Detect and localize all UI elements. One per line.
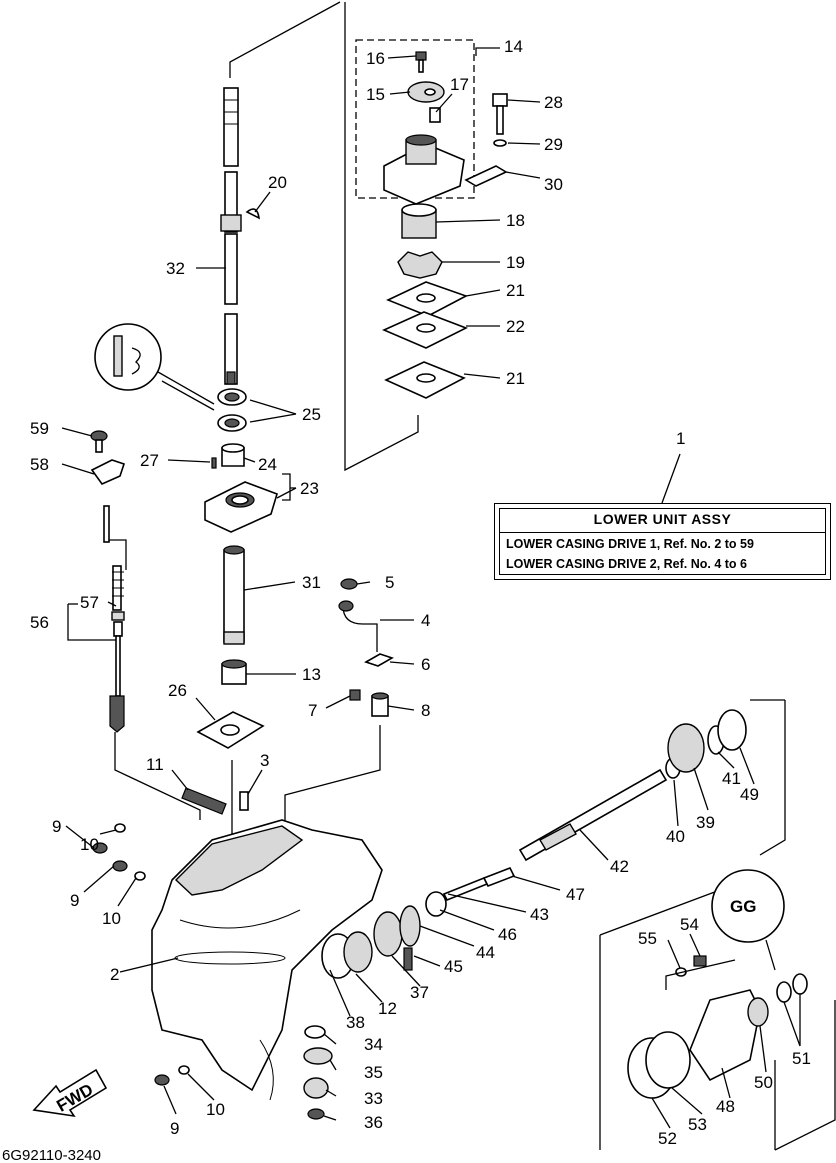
- callout-19: 19: [506, 253, 525, 272]
- grease-magnifier-lower: GG: [711, 869, 785, 971]
- group-boundary-lines: [114, 1, 836, 1151]
- callout-52: 52: [658, 1129, 677, 1148]
- pump-parts: [382, 51, 508, 399]
- lower-bushing: [221, 659, 247, 685]
- callout-3: 3: [260, 751, 269, 770]
- callout-18: 18: [506, 211, 525, 230]
- callout-27: 27: [140, 451, 159, 470]
- callout-39: 39: [696, 813, 715, 832]
- callout-11: 11: [146, 755, 164, 774]
- callout-10a: 10: [80, 835, 99, 854]
- callout-17: 17: [450, 75, 469, 94]
- callout-5: 5: [385, 573, 394, 592]
- callout-21b: 21: [506, 369, 525, 388]
- callout-48: 48: [716, 1097, 735, 1116]
- callout-54: 54: [680, 915, 699, 934]
- callout-21a: 21: [506, 281, 525, 300]
- callout-47: 47: [566, 885, 585, 904]
- callout-10c: 10: [206, 1100, 225, 1119]
- callout-53: 53: [688, 1115, 707, 1134]
- callout-23: 23: [300, 479, 319, 498]
- callout-56: 56: [30, 613, 49, 632]
- callout-12: 12: [378, 999, 397, 1018]
- assembly-info-box: LOWER UNIT ASSY LOWER CASING DRIVE 1, Re…: [494, 503, 831, 580]
- callout-22: 22: [506, 317, 525, 336]
- callout-9a: 9: [52, 817, 61, 836]
- water-tube-parts: [338, 578, 394, 717]
- callout-8: 8: [421, 701, 430, 720]
- callout-10b: 10: [102, 909, 121, 928]
- assembly-line-2: LOWER CASING DRIVE 2, Ref. No. 4 to 6: [506, 557, 747, 571]
- callout-6: 6: [421, 655, 430, 674]
- callout-14: 14: [504, 37, 523, 56]
- assembly-divider: [500, 532, 825, 533]
- grease-mark-label: GG: [730, 897, 756, 916]
- callout-41: 41: [722, 769, 741, 788]
- drive-shaft: [220, 87, 242, 385]
- dowel-pin: [211, 457, 217, 469]
- callout-37: 37: [410, 983, 429, 1002]
- callout-34: 34: [364, 1035, 383, 1054]
- woodruff-key: [245, 208, 261, 220]
- callout-7: 7: [308, 701, 317, 720]
- callout-29: 29: [544, 135, 563, 154]
- callout-4: 4: [421, 611, 430, 630]
- callout-26: 26: [168, 681, 187, 700]
- detail-magnifier: [94, 323, 215, 411]
- callout-38: 38: [346, 1013, 365, 1032]
- callout-58: 58: [30, 455, 49, 474]
- callout-24: 24: [258, 455, 277, 474]
- callout-labels: 1 2 3 4 5 6 7 8 9 9 9 10 10 10 11 12 13 …: [30, 37, 811, 1148]
- forward-arrow-icon: FWD: [32, 1068, 108, 1118]
- callout-2: 2: [110, 965, 119, 984]
- callout-28: 28: [544, 93, 563, 112]
- bearings: [217, 388, 247, 432]
- callout-45: 45: [444, 957, 463, 976]
- diagram-code: 6G92110-3240: [2, 1147, 101, 1163]
- callout-49: 49: [740, 785, 759, 804]
- callout-33: 33: [364, 1089, 383, 1108]
- lower-casing: [151, 819, 383, 1101]
- callout-9b: 9: [70, 891, 79, 910]
- callout-51: 51: [792, 1049, 811, 1068]
- leader-lines: [61, 47, 801, 1129]
- casing-small-parts: [92, 787, 249, 1086]
- drive-shaft-tube: [223, 545, 245, 645]
- bearing-housing: [204, 481, 278, 533]
- callout-55: 55: [638, 929, 657, 948]
- assembly-info-inner: LOWER UNIT ASSY LOWER CASING DRIVE 1, Re…: [499, 508, 826, 575]
- callout-44: 44: [476, 943, 495, 962]
- assembly-line-1: LOWER CASING DRIVE 1, Ref. No. 2 to 59: [506, 537, 754, 551]
- callout-31: 31: [302, 573, 321, 592]
- rear-housing: [627, 955, 808, 1099]
- assembly-title: LOWER UNIT ASSY: [593, 511, 732, 527]
- callout-15: 15: [366, 85, 385, 104]
- callout-43: 43: [530, 905, 549, 924]
- pinion-gears: [303, 866, 516, 1120]
- callout-59: 59: [30, 419, 49, 438]
- callout-46: 46: [498, 925, 517, 944]
- propeller-shaft: [518, 709, 747, 862]
- callout-20: 20: [268, 173, 287, 192]
- callout-57: 57: [80, 593, 99, 612]
- callout-32: 32: [166, 259, 185, 278]
- callout-40: 40: [666, 827, 685, 846]
- callout-13: 13: [302, 665, 321, 684]
- shift-rod: [90, 430, 127, 733]
- callout-25: 25: [302, 405, 321, 424]
- callout-35: 35: [364, 1063, 383, 1082]
- callout-1: 1: [676, 429, 685, 448]
- callout-36: 36: [364, 1113, 383, 1132]
- callout-50: 50: [754, 1073, 773, 1092]
- callout-30: 30: [544, 175, 563, 194]
- callout-9c: 9: [170, 1119, 179, 1138]
- callout-16: 16: [366, 49, 385, 68]
- callout-42: 42: [610, 857, 629, 876]
